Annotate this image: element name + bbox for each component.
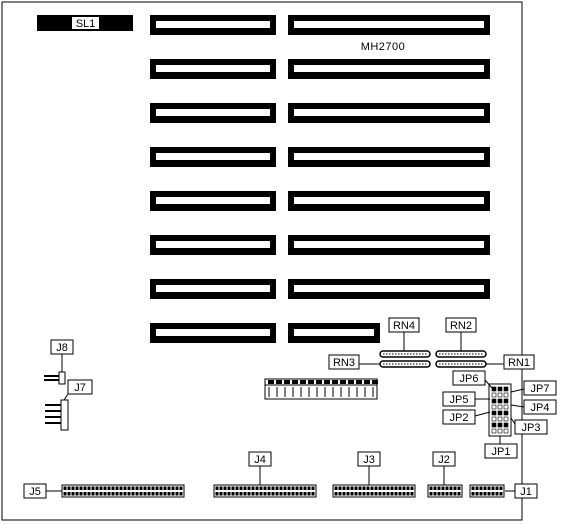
slot-right-7 bbox=[288, 279, 490, 299]
slot-right-2 bbox=[288, 59, 490, 79]
sl1-label-box bbox=[72, 17, 99, 29]
j3-callout: J3 bbox=[357, 451, 381, 485]
jp3-callout: JP3 bbox=[510, 417, 548, 435]
slot-left-6 bbox=[150, 235, 276, 255]
rn4-callout: RN4 bbox=[388, 317, 420, 351]
slot-left-8 bbox=[150, 323, 276, 343]
sl1-label: SL1 bbox=[76, 18, 96, 30]
j1-label: J1 bbox=[520, 486, 532, 498]
memory-bank bbox=[264, 378, 378, 400]
board-outline bbox=[1, 1, 523, 521]
jp2-label: JP2 bbox=[450, 412, 469, 424]
bottom-connectors bbox=[61, 484, 505, 498]
resistor-network-rn1 bbox=[435, 360, 487, 368]
j3-header bbox=[332, 484, 416, 498]
slot-right-6 bbox=[288, 235, 490, 255]
jumper-block bbox=[488, 383, 512, 437]
j4-header bbox=[213, 484, 317, 498]
jp7-label: JP7 bbox=[531, 383, 550, 395]
jp7-callout: JP7 bbox=[510, 380, 557, 396]
rn2-label: RN2 bbox=[450, 320, 472, 332]
j8-label: J8 bbox=[56, 342, 68, 354]
j5-callout: J5 bbox=[23, 483, 62, 499]
slot-left-4 bbox=[150, 147, 276, 167]
j1-header bbox=[469, 484, 505, 498]
slot-left-1 bbox=[150, 15, 276, 35]
rn2-callout: RN2 bbox=[445, 317, 477, 351]
jp4-callout: JP4 bbox=[510, 399, 557, 415]
j3-label: J3 bbox=[363, 454, 375, 466]
jp6-label: JP6 bbox=[460, 373, 479, 385]
j2-callout: J2 bbox=[432, 451, 456, 485]
j8-connector: J8 bbox=[44, 339, 74, 385]
jp3-label: JP3 bbox=[522, 422, 541, 434]
j7-connector: J7 bbox=[45, 379, 93, 431]
slot-right-4 bbox=[288, 147, 490, 167]
slot-left-5 bbox=[150, 191, 276, 211]
rn4-label: RN4 bbox=[393, 320, 415, 332]
slot-left-2 bbox=[150, 59, 276, 79]
slot-right-8 bbox=[288, 323, 380, 343]
jp2-callout: JP2 bbox=[442, 409, 491, 425]
rn3-label: RN3 bbox=[333, 357, 355, 369]
j7-label: J7 bbox=[74, 382, 86, 394]
jp1-label: JP1 bbox=[492, 446, 511, 458]
resistor-network-rn2 bbox=[435, 350, 487, 358]
expansion-slots bbox=[150, 15, 490, 343]
slot-right-1 bbox=[288, 15, 490, 35]
slot-left-7 bbox=[150, 279, 276, 299]
resistor-network-rn3 bbox=[379, 360, 431, 368]
slot-left-3 bbox=[150, 103, 276, 123]
j2-label: J2 bbox=[438, 454, 450, 466]
rn1-callout: RN1 bbox=[486, 354, 535, 370]
slot-right-3 bbox=[288, 103, 490, 123]
resistor-network-rn4 bbox=[379, 350, 431, 358]
jp6-callout: JP6 bbox=[452, 370, 493, 389]
j5-label: J5 bbox=[29, 486, 41, 498]
jp5-label: JP5 bbox=[450, 394, 469, 406]
jp1-callout: JP1 bbox=[484, 436, 518, 459]
rn1-label: RN1 bbox=[508, 357, 530, 369]
j4-label: J4 bbox=[254, 454, 266, 466]
board-model-label: MH2700 bbox=[361, 41, 406, 53]
j2-header bbox=[427, 484, 463, 498]
j5-header bbox=[61, 484, 185, 498]
jp4-label: JP4 bbox=[531, 402, 550, 414]
rn3-callout: RN3 bbox=[328, 354, 380, 370]
j1-callout: J1 bbox=[505, 483, 538, 499]
j4-callout: J4 bbox=[248, 451, 272, 485]
jp5-callout: JP5 bbox=[442, 391, 490, 407]
slot-right-5 bbox=[288, 191, 490, 211]
